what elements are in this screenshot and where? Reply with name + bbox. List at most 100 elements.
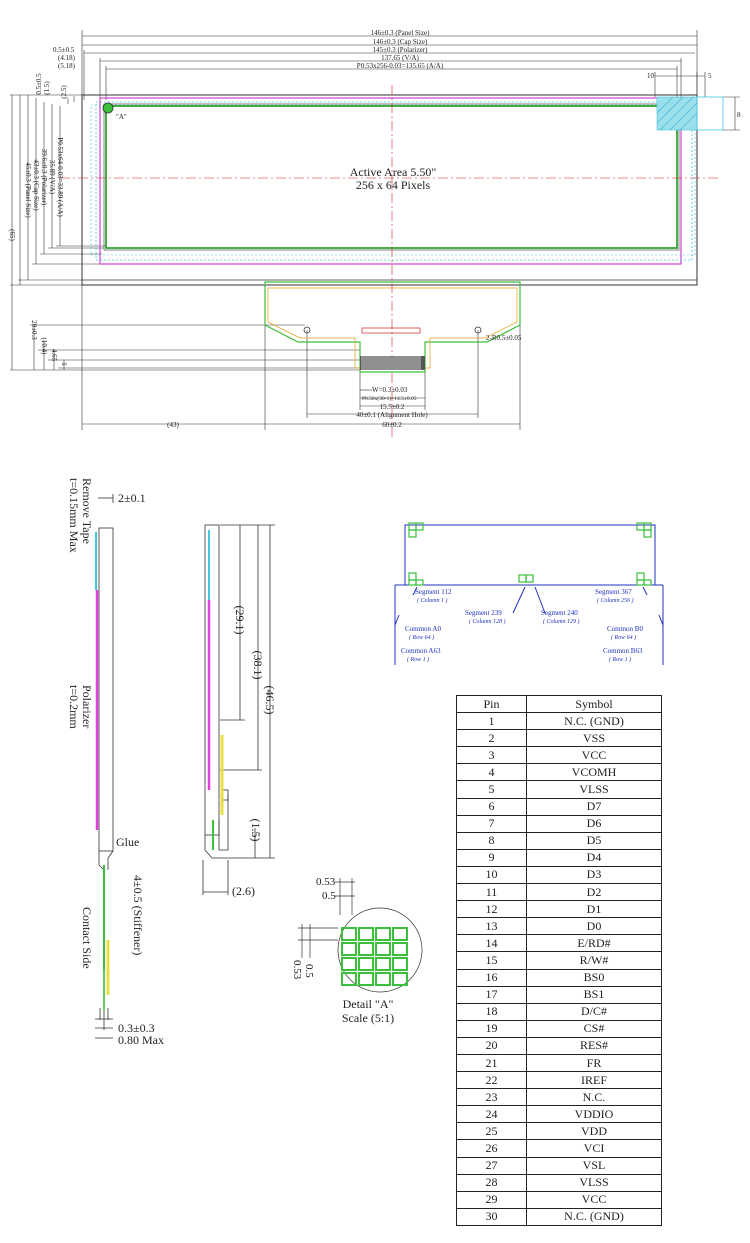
fpc-alignment-hole: 40±0.1 (Alignment Hole) (356, 411, 428, 419)
pin-number-cell: 26 (456, 1139, 527, 1158)
pin-symbol-cell: N.C. (526, 1088, 662, 1107)
table-header-row: Pin Symbol (456, 694, 662, 714)
dim-03: 0.3±0.3 (118, 1021, 155, 1035)
segment-112-column: ( Column 1 ) (417, 597, 448, 604)
pin-number-cell: 22 (456, 1071, 527, 1090)
dim-va-width: 137.65 (V/A) (381, 54, 419, 62)
pin-number-cell: 24 (456, 1105, 527, 1124)
pin-number-cell: 23 (456, 1088, 527, 1107)
vdim-2: (2.5) (60, 85, 68, 99)
dim-aa-width: P0.53x256-0.03=135.65 (A/A) (357, 62, 444, 70)
stiff-2mm: 2±0.1 (118, 491, 146, 505)
segment-239-column: ( Column 128 ) (469, 618, 506, 625)
pin-symbol-cell: BS1 (526, 985, 662, 1004)
detail-title: Detail "A" (343, 997, 394, 1011)
pin-symbol-cell: VSL (526, 1156, 662, 1175)
pin-number-cell: 25 (456, 1122, 527, 1141)
common-a63-row: ( Row 1 ) (407, 656, 429, 663)
pin-symbol-cell: D6 (526, 814, 662, 833)
pin-symbol-cell: RES# (526, 1036, 662, 1055)
fpc-width: 60±0.2 (382, 421, 402, 429)
dim-polarizer-width: 145±0.3 (Polarizer) (373, 46, 428, 54)
pin-symbol-cell: VCC (526, 746, 662, 765)
fpc-pin-width: W=0.3±0.03 (372, 386, 408, 394)
pin-number-cell: 8 (456, 831, 527, 850)
header-symbol: Symbol (526, 694, 662, 714)
pin-number-cell: 19 (456, 1019, 527, 1038)
fpc-offset: (43) (167, 421, 179, 429)
dim-panel-width: 146±0.3 (Panel Size) (371, 29, 431, 37)
pin-symbol-cell: VDD (526, 1122, 662, 1141)
vdim-va-height: 35.89 (V/A) (48, 160, 56, 195)
pin-number-cell: 18 (456, 1002, 527, 1021)
pin-number-cell: 4 (456, 763, 527, 782)
side-view-drawing: 2±0.1 Remove Tape t=0.15mm Max Polarizer… (67, 478, 164, 1047)
dim-cap-width: 146±0.3 (Cap Size) (373, 38, 428, 46)
detail-dim-05-h: 0.5 (322, 890, 336, 902)
vdim-cap-height: 43±0.3 (Cap Size) (32, 159, 40, 211)
pin-number-cell: 2 (456, 729, 527, 748)
remove-tape-label: Remove Tape (80, 478, 94, 544)
fold-dim-38: (38.1) (251, 651, 265, 680)
fpc-pin-pitch: P0.50x(30-1)=14.5±0.05 (362, 395, 417, 402)
pin-number-cell: 7 (456, 814, 527, 833)
glue-label: Glue (116, 835, 139, 849)
pin-number-cell: 11 (456, 883, 527, 902)
pin-symbol-cell: VSS (526, 729, 662, 748)
pin-symbol-cell: VLSS (526, 780, 662, 799)
pin-number-cell: 1 (456, 712, 527, 731)
pin-symbol-cell: VCOMH (526, 763, 662, 782)
pin-number-cell: 29 (456, 1190, 527, 1209)
segment-239-label: Segment 239 (465, 609, 502, 617)
fold-dim-2-6: (2.6) (232, 884, 255, 898)
pin-symbol-cell: CS# (526, 1019, 662, 1038)
corner-dim-10: 10 (647, 72, 655, 80)
contact-side-label: Contact Side (80, 907, 94, 969)
dim-left-offset-1: 0.5±0.5 (53, 46, 75, 54)
fpc-hole-radius: 2-R0.5±0.05 (486, 334, 522, 342)
common-a63-label: Common A63 (401, 647, 441, 655)
common-b63-label: Common B63 (603, 647, 643, 655)
corner-dim-5: 5 (708, 72, 712, 80)
vdim-polarizer-height: 39.6±0.3 (Polarizer) (40, 149, 48, 206)
pin-symbol-cell: D5 (526, 831, 662, 850)
common-a0-label: Common A0 (405, 625, 441, 633)
fold-view-drawing: (29.1) (38.1) (46.5) (1.5) (2.6) (202, 524, 277, 898)
fold-dim-29: (29.1) (233, 606, 247, 635)
pin-number-cell: 10 (456, 865, 527, 885)
vdim-total-height: (65) (8, 229, 16, 241)
pin-symbol-cell: D/C# (526, 1002, 662, 1021)
point-a-label: "A" (116, 113, 127, 121)
common-b0-label: Common B0 (607, 625, 643, 633)
segment-367-label: Segment 367 (595, 588, 632, 596)
fpc-pin-span: 15.5±0.2 (380, 403, 405, 411)
pin-number-cell: 15 (456, 951, 527, 970)
fold-dim-1-5: (1.5) (249, 819, 263, 842)
segment-112-label: Segment 112 (415, 588, 452, 596)
active-area-title: Active Area 5.50" (350, 165, 437, 179)
pin-number-cell: 21 (456, 1053, 527, 1073)
vdim-1: (1.5) (43, 81, 51, 95)
segment-367-column: ( Column 256 ) (597, 597, 634, 604)
fold-dim-46: (46.5) (263, 686, 277, 715)
pin-symbol-cell: VDDIO (526, 1105, 662, 1124)
top-view-drawing: 146±0.3 (Panel Size) 146±0.3 (Cap Size) … (8, 29, 741, 440)
